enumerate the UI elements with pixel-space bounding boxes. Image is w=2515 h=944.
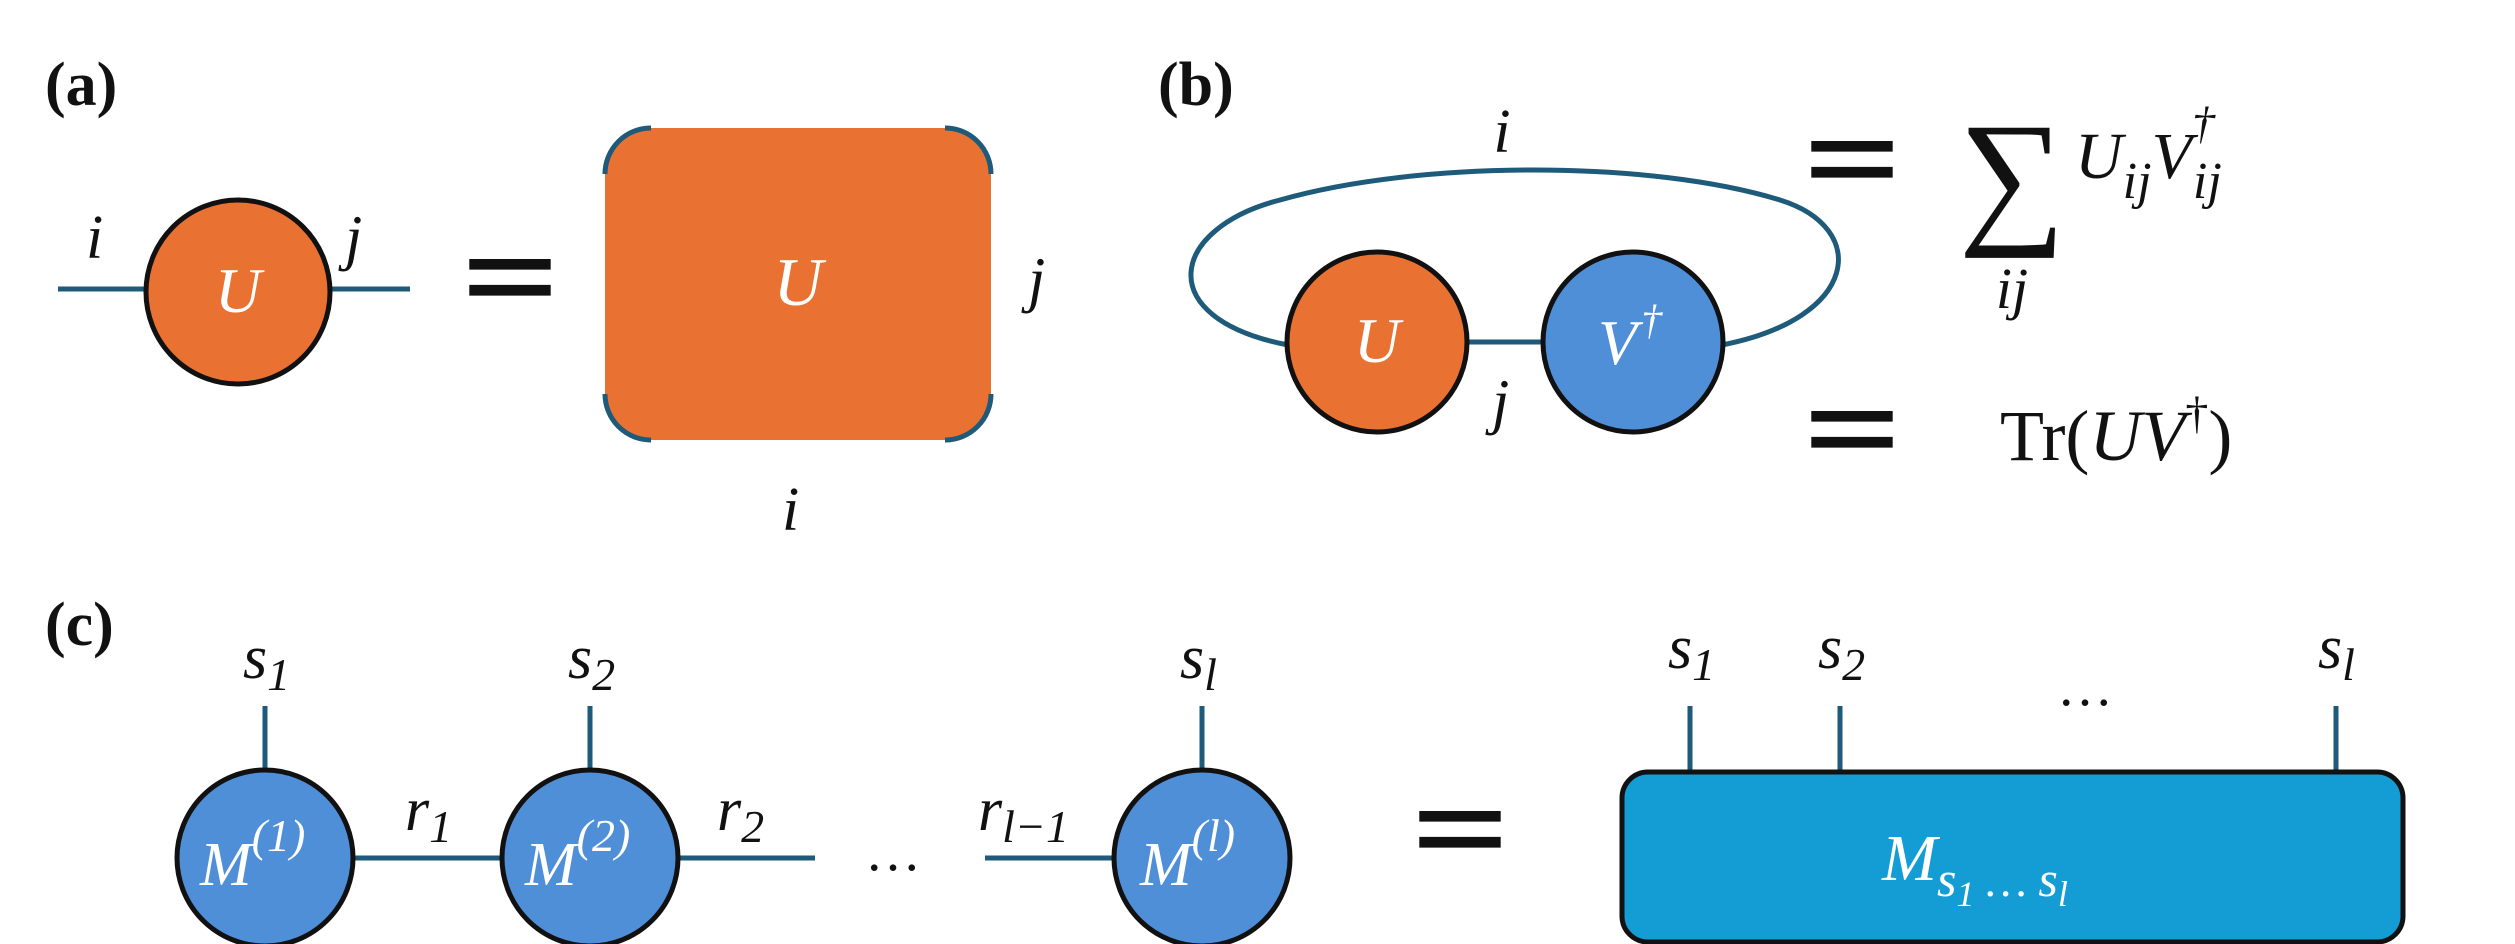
panel-c-tensor [1619,769,2406,944]
panel-a-matrix [605,128,991,440]
panel-a-label: (a) [45,51,117,119]
panel-c-node-1 [174,767,356,944]
panel-c-node-l-label: M(l) [1139,810,1235,899]
panel-c: (c) s1 s2 sl r1 r2 rl−1 … M(1) M(2) M(l)… [45,591,2406,944]
panel-a-matrix-label: U [773,244,826,320]
panel-c-node-2-label: M(2) [524,810,630,899]
panel-a-matrix-corner-tr [944,125,994,175]
panel-c-phys-label-l: sl [1180,624,1217,700]
panel-a-left-index: i [86,204,103,272]
panel-b-u-node-label: U [1354,305,1404,376]
panel-a-matrix-corner-tl [602,125,652,175]
panel-b: (b) i j U V† = ∑ ij UijV†ij = Tr(UV†) [1158,51,2232,501]
panel-c-node-l [1111,767,1293,944]
panel-a-u-node [143,197,333,387]
panel-c-tensor-leg-label-2: s2 [1818,614,1865,690]
panel-c-tensor-label: Ms1 … sl [1881,822,2068,914]
panel-c-tensor-leg-label-l: sl [2318,614,2355,690]
panel-b-loop-index: i [1493,98,1510,166]
panel-a-right-index: j [338,204,362,272]
panel-b-v-node [1540,249,1726,435]
panel-c-tensor-leg-label-1: s1 [1668,614,1715,690]
panel-c-phys-label-2: s2 [568,624,615,700]
panel-b-bond-index: j [1485,368,1509,436]
panel-c-chain-ellipsis: … [865,821,921,883]
panel-b-equals-2: = [1798,349,1907,501]
panel-c-equals: = [1406,749,1515,901]
panel-a-u-node-label: U [215,255,265,326]
panel-b-v-node-label: V† [1598,298,1663,378]
panel-b-equals-1: = [1798,79,1907,231]
panel-b-sum-subscript: ij [1996,256,2028,321]
panel-a-equals: = [456,197,565,349]
panel-b-u-node [1284,249,1470,435]
panel-c-node-2 [499,767,681,944]
panel-c-tensor-legs-ellipsis: … [2057,656,2113,718]
panel-c-bond-label-l-minus-1: rl−1 [978,776,1069,852]
panel-b-sum-term: UijV†ij [2075,97,2222,210]
panel-c-bond-label-1: r1 [405,776,452,852]
panel-a-matrix-corner-br [944,393,994,443]
panel-a-matrix-corner-bl [602,393,652,443]
panel-a-matrix-right-index: j [1021,246,1045,314]
panel-c-label: (c) [45,591,114,659]
panel-c-bond-label-2: r2 [717,776,764,852]
panel-a-matrix-bottom-index: i [782,476,799,544]
panel-b-loop [1188,167,1841,348]
panel-c-phys-label-1: s1 [243,624,290,700]
panel-b-trace: Tr(UV†) [2000,387,2232,476]
panel-b-label: (b) [1158,51,1234,119]
panel-c-node-1-label: M(1) [199,810,305,899]
panel-a: (a) i j U = U j i [45,51,1045,544]
panel-b-sum-symbol: ∑ [1959,93,2066,259]
